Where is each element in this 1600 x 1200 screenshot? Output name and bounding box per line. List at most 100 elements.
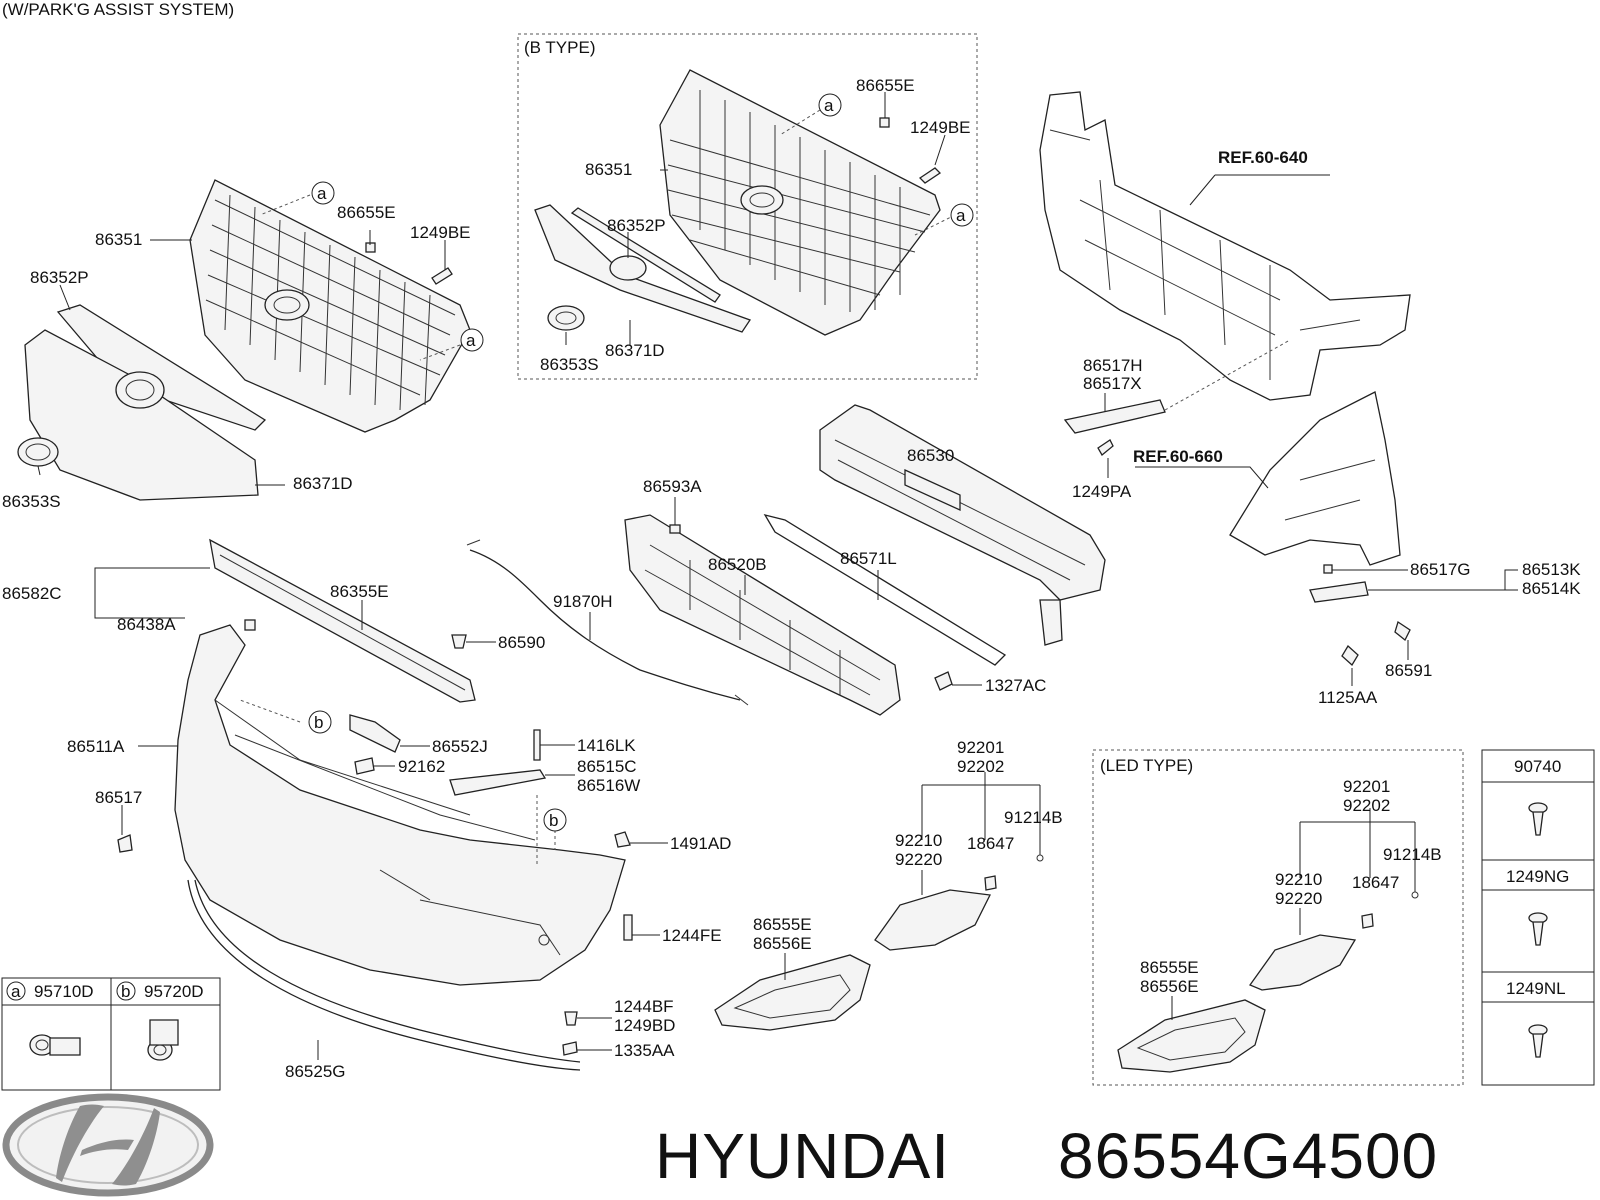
svg-text:92201: 92201 bbox=[957, 738, 1004, 757]
svg-text:91214B: 91214B bbox=[1004, 808, 1063, 827]
label-86353S-btype: 86353S bbox=[540, 355, 599, 374]
emblem-base bbox=[115, 371, 165, 409]
svg-text:92201: 92201 bbox=[1343, 777, 1390, 796]
screw-1249BE bbox=[431, 267, 453, 285]
label-86655E-btype: 86655E bbox=[856, 76, 915, 95]
svg-text:b: b bbox=[314, 713, 323, 732]
svg-text:92210: 92210 bbox=[1275, 870, 1322, 889]
hyundai-logo bbox=[2, 1093, 214, 1197]
svg-text:86530: 86530 bbox=[907, 446, 954, 465]
label-86351: 86351 bbox=[95, 230, 142, 249]
callout-a-1 bbox=[311, 181, 335, 205]
part-number: 86554G4500 bbox=[1058, 1120, 1438, 1192]
svg-text:92162: 92162 bbox=[398, 757, 445, 776]
bracket-86552J: 86552J 92162 bbox=[349, 714, 488, 776]
svg-text:86511A: 86511A bbox=[67, 737, 125, 756]
svg-text:1327AC: 1327AC bbox=[985, 676, 1046, 695]
bumper-beam-86530: 86530 bbox=[819, 404, 1106, 646]
label-86351-btype: 86351 bbox=[585, 160, 632, 179]
fender-brackets: 86517G 86513K 86514K 86591 1125AA bbox=[1309, 560, 1581, 707]
svg-text:86525G: 86525G bbox=[285, 1062, 346, 1081]
svg-text:92220: 92220 bbox=[895, 850, 942, 869]
svg-text:18647: 18647 bbox=[967, 834, 1014, 853]
fender-ref: REF.60-660 bbox=[1133, 391, 1401, 566]
ref-60-640: REF.60-640 bbox=[1218, 148, 1308, 167]
fog-lamp-standard: 92201 92202 92210 92220 18647 91214B 865… bbox=[714, 738, 1063, 1031]
brand-name: HYUNDAI bbox=[655, 1120, 950, 1192]
parking-sensor-icon-a bbox=[29, 1034, 81, 1056]
svg-text:92220: 92220 bbox=[1275, 889, 1322, 908]
svg-text:86355E: 86355E bbox=[330, 582, 389, 601]
bracket-86515C: 1416LK 86515C 86516W bbox=[449, 729, 640, 865]
svg-text:86438A: 86438A bbox=[117, 615, 176, 634]
svg-text:86556E: 86556E bbox=[1140, 977, 1199, 996]
screw-icon-2 bbox=[1528, 912, 1548, 946]
header-note: (W/PARK'G ASSIST SYSTEM) bbox=[2, 0, 234, 19]
label-86353S: 86353S bbox=[2, 492, 61, 511]
svg-text:86517G: 86517G bbox=[1410, 560, 1471, 579]
svg-text:a: a bbox=[317, 184, 327, 203]
callout-b-2 bbox=[543, 808, 567, 832]
led-type-title: (LED TYPE) bbox=[1100, 756, 1193, 775]
svg-text:86590: 86590 bbox=[498, 633, 545, 652]
svg-text:1249PA: 1249PA bbox=[1072, 482, 1132, 501]
svg-text:91870H: 91870H bbox=[553, 592, 613, 611]
fasteners-lip: 1244BF 1249BD 1335AA bbox=[562, 997, 675, 1060]
emblem-86353S-btype bbox=[547, 305, 585, 331]
svg-text:1244BF: 1244BF bbox=[614, 997, 674, 1016]
svg-text:86514K: 86514K bbox=[1522, 579, 1581, 598]
svg-text:86582C: 86582C bbox=[2, 584, 62, 603]
emblem-86353S bbox=[17, 437, 59, 467]
label-86371D-btype: 86371D bbox=[605, 341, 665, 360]
callout-a-2 bbox=[460, 328, 484, 352]
svg-text:a: a bbox=[824, 96, 834, 115]
grille-emblem-mount bbox=[264, 289, 310, 321]
grille-assembly-left: a a 86351 86655E 1249BE 86352P 86353S 86… bbox=[2, 179, 484, 511]
upper-cover-86582C: 86582C 86355E 86438A bbox=[2, 538, 476, 703]
led-type-panel: (LED TYPE) 92201 92202 92210 92220 18647… bbox=[1092, 749, 1464, 1086]
fastener-code-3: 1249NL bbox=[1506, 979, 1566, 998]
svg-text:92202: 92202 bbox=[957, 757, 1004, 776]
grille-lower-86371D bbox=[24, 329, 259, 501]
fastener-table: 90740 1249NG 1249NL bbox=[1481, 749, 1595, 1086]
screw-icon-1 bbox=[1528, 802, 1548, 836]
svg-text:86555E: 86555E bbox=[753, 915, 812, 934]
callout-a-3 bbox=[818, 93, 842, 117]
svg-text:91214B: 91214B bbox=[1383, 845, 1442, 864]
front-bumper-cover-86511A: 86511A 86517 b b bbox=[67, 624, 626, 986]
ref-60-660: REF.60-660 bbox=[1133, 447, 1223, 466]
svg-text:a: a bbox=[956, 206, 966, 225]
svg-text:86571L: 86571L bbox=[840, 549, 897, 568]
fastener-code-2: 1249NG bbox=[1506, 867, 1569, 886]
svg-text:b: b bbox=[121, 982, 130, 1001]
svg-text:86515C: 86515C bbox=[577, 757, 637, 776]
svg-text:1335AA: 1335AA bbox=[614, 1041, 675, 1060]
svg-text:1244FE: 1244FE bbox=[662, 926, 722, 945]
svg-text:b: b bbox=[549, 811, 558, 830]
svg-text:1491AD: 1491AD bbox=[670, 834, 731, 853]
svg-text:86517H: 86517H bbox=[1083, 356, 1143, 375]
svg-text:1416LK: 1416LK bbox=[577, 736, 636, 755]
label-1249BE-btype: 1249BE bbox=[910, 118, 971, 137]
energy-absorber-86520B: 86593A 86520B bbox=[624, 477, 901, 716]
sensor-code-b: 95720D bbox=[144, 982, 204, 1001]
svg-text:86593A: 86593A bbox=[643, 477, 702, 496]
svg-text:86520B: 86520B bbox=[708, 555, 767, 574]
svg-text:86555E: 86555E bbox=[1140, 958, 1199, 977]
svg-text:86552J: 86552J bbox=[432, 737, 488, 756]
svg-text:86513K: 86513K bbox=[1522, 560, 1581, 579]
svg-text:86517X: 86517X bbox=[1083, 374, 1142, 393]
sensor-table: a 95710D b 95720D bbox=[1, 977, 221, 1091]
fastener-code-1: 90740 bbox=[1514, 757, 1561, 776]
radiator-support: REF.60-640 bbox=[1039, 91, 1411, 401]
svg-text:86556E: 86556E bbox=[753, 934, 812, 953]
svg-text:92210: 92210 bbox=[895, 831, 942, 850]
stiffener-86571L: 86571L 1327AC bbox=[763, 513, 1046, 695]
svg-text:86591: 86591 bbox=[1385, 661, 1432, 680]
callout-b-1 bbox=[308, 710, 332, 734]
callout-a-4 bbox=[950, 203, 974, 227]
svg-text:92202: 92202 bbox=[1343, 796, 1390, 815]
clip-86590: 86590 bbox=[451, 633, 545, 652]
bracket-86517H: 86517H 86517X 1249PA bbox=[1063, 339, 1291, 501]
